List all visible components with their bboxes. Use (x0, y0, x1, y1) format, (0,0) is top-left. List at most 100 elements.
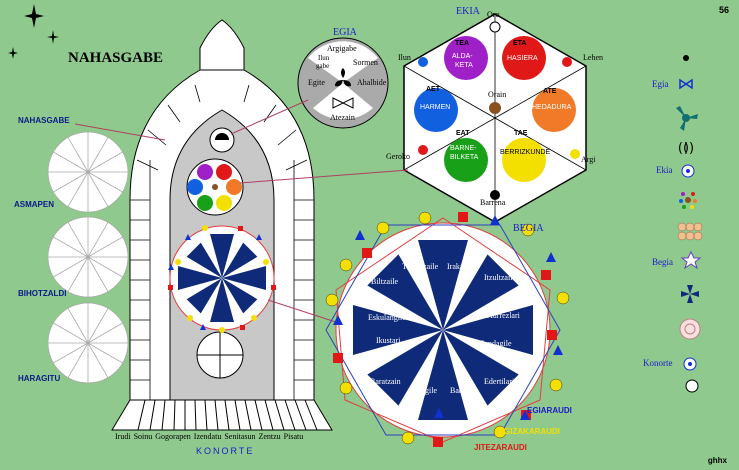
begia-eskulangilea: Eskulangilea (368, 313, 410, 322)
wheel-spoke (67, 342, 89, 378)
triskele-icon (676, 106, 698, 131)
ekia-oro: Oro (487, 10, 500, 19)
name-harmen: HARMEN (420, 104, 451, 111)
bracket-icon: (≬) (678, 141, 694, 156)
begia-itzultzaile: Itzultzaile (484, 273, 516, 282)
wheel-spoke (87, 308, 109, 344)
circle-barnebilketa (444, 138, 488, 182)
wheel-spoke (53, 236, 89, 258)
begia-irakasle: Irakasle (447, 262, 473, 271)
wheel-spoke (53, 171, 89, 193)
code-ate: ATE (543, 88, 557, 95)
empty-circle-icon (685, 379, 699, 393)
ekia-lehen: Lehen (583, 53, 603, 62)
code-eat: EAT (456, 130, 470, 137)
code-tea: TEA (455, 40, 469, 47)
wheel-spoke (53, 322, 89, 344)
wheel-spoke (67, 256, 89, 292)
ekia-argi: Argi (581, 155, 596, 164)
word-senitasun: Senitasun (224, 432, 256, 441)
begia-araugile: Araugile (409, 386, 437, 395)
signature: ghhx (707, 456, 727, 465)
wheel-spoke (87, 171, 109, 207)
wheel-spoke (87, 342, 109, 378)
word-soinu: Soinu (133, 432, 153, 441)
ekia-geroko: Geroko (386, 152, 410, 161)
konorte-label: KONORTE (196, 446, 255, 456)
egiaraudi-label: EGIARAUDI (527, 406, 572, 415)
wheel-spoke (87, 256, 109, 292)
name-barnebilketa-2: BILKETA (450, 154, 479, 161)
begia-sendagile: Sendagile (480, 339, 512, 348)
name-berrizkunde: BERRIZKUNDE (500, 149, 551, 156)
egia-atezain: Atezain (330, 113, 355, 122)
legend-begia: Begia (652, 257, 673, 267)
name-barnebilketa-1: BARNE- (450, 145, 477, 152)
label-nahasgabe: NAHASGABE (18, 116, 70, 125)
page-number: 56 (718, 5, 729, 15)
wheel-spoke (87, 256, 123, 278)
flower-cluster-icon (677, 222, 703, 241)
point-icon (683, 55, 689, 61)
name-hasiera: HASIERA (507, 55, 538, 62)
circle-hasiera (502, 36, 546, 80)
egia-circle (297, 37, 389, 129)
rose-window-icon (679, 318, 701, 340)
label-haragitu: HARAGITU (18, 374, 61, 383)
word-irudi: Irudi (115, 432, 131, 441)
wheel-spoke (87, 151, 123, 173)
begia-ikustari: Ikustari (376, 336, 401, 345)
word-izendatu: Izendatu (193, 432, 222, 441)
begia-babesle: Babesle (450, 386, 476, 395)
egia-argi: Argigabe (327, 44, 357, 53)
jitezaraudi-label: JITEZARAUDI (474, 443, 527, 452)
circle-hedadura (532, 88, 576, 132)
egia-ilun: Ilun (318, 54, 330, 62)
wheel-spoke (87, 236, 123, 258)
small-begia-rosette (169, 225, 275, 331)
begia-biltzaile: Biltzaile (371, 277, 399, 286)
wheel-spoke (67, 308, 89, 344)
wheel-spoke (87, 342, 123, 364)
small-rosette-markers (168, 225, 276, 333)
legend-icons: (≬) (676, 55, 703, 393)
code-eta: ETA (513, 40, 527, 47)
wheel-spoke (67, 222, 89, 258)
label-asmapen: ASMAPEN (14, 200, 55, 209)
name-hedadura: HEDADURA (532, 104, 572, 111)
wheel-spoke (53, 151, 89, 173)
begia-baratzain: Baratzain (370, 377, 401, 386)
word-gogorapen: Gogorapen (155, 432, 191, 441)
left-wheels (47, 131, 129, 384)
begia-title: BEGIA (513, 223, 544, 234)
legend-ekia: Ekia (656, 165, 673, 175)
maltese-cross-icon (681, 285, 699, 303)
wheel-spoke (87, 222, 109, 258)
begia-trukatzaile: Trukatzaile (402, 262, 439, 271)
wheel-spoke (67, 137, 89, 173)
word-pisatu: Pisatu (283, 432, 304, 441)
ekia-orain: Orain (488, 90, 507, 99)
begia-aurrezlari: Aurrezlari (487, 311, 520, 320)
ekia-title: EKIA (456, 6, 480, 17)
egia-bowtie-icon (679, 78, 693, 90)
wheel-spoke (67, 171, 89, 207)
ekia-ilun: Ilun (398, 53, 411, 62)
name-aldaketa-1: ALDA- (452, 53, 473, 60)
label-bihotzaldi: BIHOTZALDI (18, 289, 67, 298)
ekia-star-icon (679, 192, 697, 209)
word-zentzu: Zentzu (258, 432, 281, 441)
circle-harmen (414, 88, 458, 132)
ekia-hexagon (403, 13, 587, 223)
legend-konorte: Konorte (643, 358, 673, 368)
decorative-stars (8, 4, 59, 59)
egia-title: EGIA (333, 27, 357, 38)
wheel-spoke (87, 322, 123, 344)
gizakaraudi-label: GIZAKARAUDI (504, 427, 560, 436)
ekia-barrena: Barrena (480, 198, 506, 207)
wheel-spoke (53, 342, 89, 364)
code-tae: TAE (514, 130, 528, 137)
wheel-spoke (87, 137, 109, 173)
begia-edertilari: Edertilari (484, 377, 515, 386)
